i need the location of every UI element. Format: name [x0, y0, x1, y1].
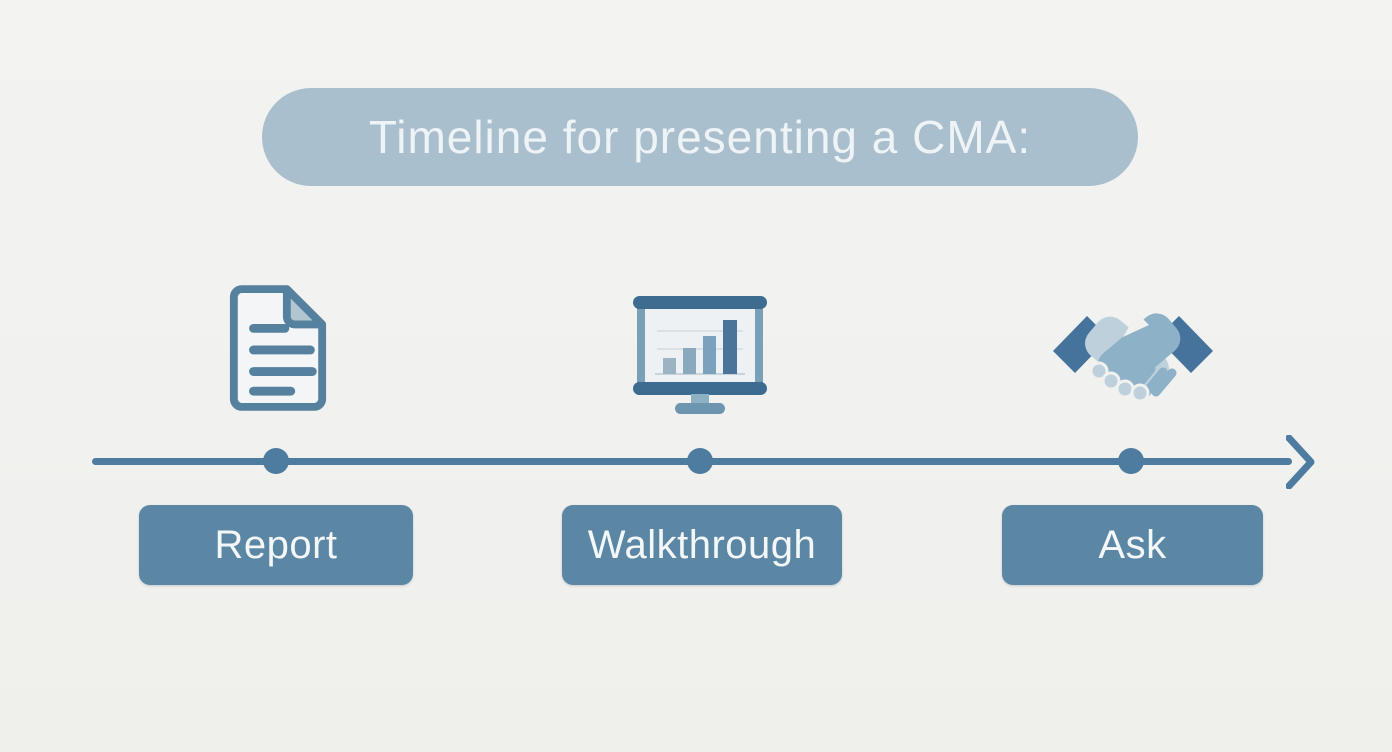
step-label-text: Ask [1098, 522, 1167, 567]
document-icon [226, 283, 330, 413]
arrow-right-icon [1286, 435, 1315, 489]
step-label-walkthrough: Walkthrough [562, 505, 842, 585]
presentation-chart-icon [633, 296, 767, 414]
timeline-dot-report [263, 448, 289, 474]
title-text: Timeline for presenting a CMA: [368, 111, 1032, 163]
title-banner: Timeline for presenting a CMA: [262, 88, 1138, 186]
step-label-report: Report [139, 505, 413, 585]
step-label-ask: Ask [1002, 505, 1263, 585]
timeline-dot-ask [1118, 448, 1144, 474]
step-label-text: Report [214, 522, 338, 567]
step-label-text: Walkthrough [587, 522, 817, 567]
timeline-dot-walkthrough [687, 448, 713, 474]
handshake-icon [1053, 299, 1213, 403]
